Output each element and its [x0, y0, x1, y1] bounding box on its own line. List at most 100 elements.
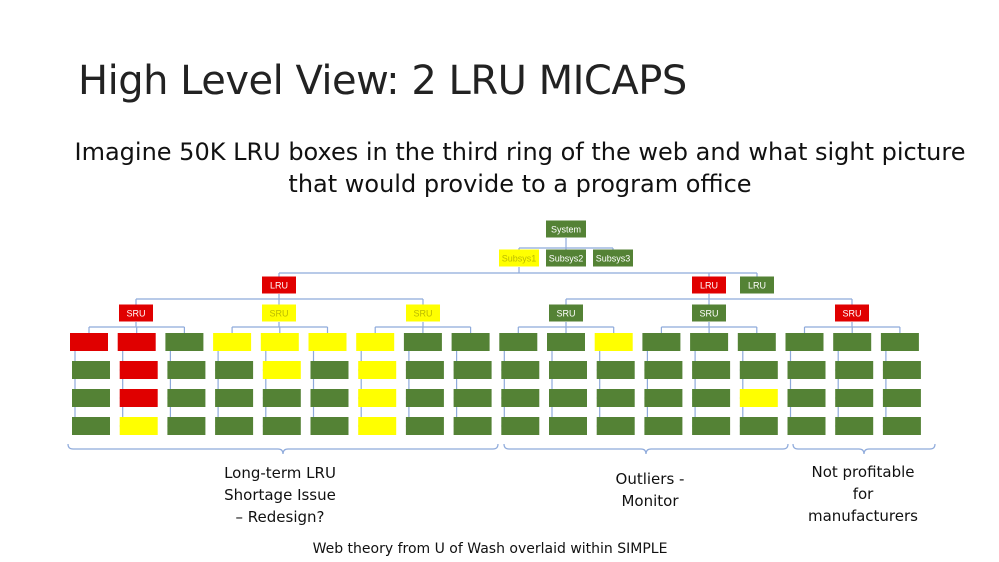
group-bracket — [503, 443, 789, 455]
sru-box-label: SRU — [126, 309, 145, 319]
part-box — [739, 417, 778, 435]
part-box — [739, 361, 778, 379]
component-box — [642, 333, 681, 351]
sru-box-label: SRU — [413, 309, 432, 319]
slide-subtitle: Imagine 50K LRU boxes in the third ring … — [60, 136, 980, 200]
part-box — [644, 389, 683, 407]
subsystem-box — [593, 249, 633, 267]
component-box — [403, 333, 442, 351]
subsystem-box-label: Subsys1 — [502, 254, 537, 264]
part-box — [72, 417, 110, 435]
part-box — [596, 417, 635, 435]
part-box — [310, 361, 349, 379]
part-box — [405, 389, 444, 407]
part-box — [358, 389, 397, 407]
slide-caption: Web theory from U of Wash overlaid withi… — [312, 541, 668, 557]
part-box — [692, 389, 731, 407]
group-label-outliers: Outliers - Monitor — [615, 470, 685, 510]
group-bracket — [67, 443, 499, 455]
part-box — [787, 361, 826, 379]
part-box — [644, 361, 683, 379]
sru-box — [692, 304, 726, 322]
part-box — [167, 417, 206, 435]
component-box — [737, 333, 776, 351]
part-box — [549, 361, 587, 379]
component-box — [165, 333, 204, 351]
part-box — [453, 389, 492, 407]
part-box — [262, 361, 301, 379]
part-box — [692, 361, 731, 379]
lru-box — [262, 276, 296, 294]
part-box — [453, 417, 492, 435]
part-box — [787, 389, 826, 407]
component-box — [594, 333, 633, 351]
component-box — [117, 333, 156, 351]
part-box — [596, 389, 635, 407]
lru-box-label: LRU — [748, 281, 766, 291]
part-box — [501, 417, 540, 435]
component-box — [499, 333, 538, 351]
part-box — [215, 389, 254, 407]
component-box — [547, 333, 585, 351]
subsystem-box-label: Subsys3 — [596, 254, 631, 264]
part-box — [549, 389, 587, 407]
subtitle-line-1: Imagine 50K LRU boxes in the third ring … — [74, 138, 966, 166]
part-box — [119, 389, 158, 407]
subsystem-box-label: Subsys2 — [549, 254, 584, 264]
component-box — [213, 333, 252, 351]
system-box — [546, 220, 586, 238]
sru-box-label: SRU — [556, 309, 575, 319]
part-box — [882, 389, 921, 407]
part-box — [405, 361, 444, 379]
part-box — [644, 417, 683, 435]
part-box — [215, 417, 254, 435]
component-box — [690, 333, 729, 351]
component-box — [833, 333, 872, 351]
slide-title: High Level View: 2 LRU MICAPS — [78, 58, 687, 104]
part-box — [72, 389, 110, 407]
sru-box — [119, 304, 153, 322]
part-box — [692, 417, 731, 435]
component-box — [451, 333, 490, 351]
component-box — [260, 333, 299, 351]
part-box — [310, 417, 349, 435]
part-box — [119, 361, 158, 379]
sru-box-label: SRU — [699, 309, 718, 319]
part-box — [310, 389, 349, 407]
sru-box-label: SRU — [842, 309, 861, 319]
component-box — [70, 333, 108, 351]
lru-box-label: LRU — [700, 281, 718, 291]
sru-box — [835, 304, 869, 322]
subsystem-box — [546, 249, 586, 267]
part-box — [215, 361, 254, 379]
part-box — [596, 361, 635, 379]
part-box — [72, 361, 110, 379]
part-box — [119, 417, 158, 435]
sru-box-label: SRU — [269, 309, 288, 319]
part-box — [501, 389, 540, 407]
subtitle-line-2: that would provide to a program office — [288, 170, 752, 198]
component-box — [785, 333, 824, 351]
component-box — [880, 333, 919, 351]
group-label-shortage: Long-term LRU Shortage Issue – Redesign? — [224, 464, 336, 526]
part-box — [358, 361, 397, 379]
subsystem-box — [499, 249, 539, 267]
part-box — [167, 389, 206, 407]
lru-box — [692, 276, 726, 294]
component-box — [308, 333, 347, 351]
lru-box-label: LRU — [270, 281, 288, 291]
part-box — [453, 361, 492, 379]
sru-box — [549, 304, 583, 322]
system-box-label: System — [551, 225, 581, 235]
part-box — [835, 417, 874, 435]
part-box — [739, 389, 778, 407]
part-box — [882, 361, 921, 379]
part-box — [167, 361, 206, 379]
group-bracket — [792, 443, 936, 455]
lru-box — [740, 276, 774, 294]
part-box — [501, 361, 540, 379]
part-box — [787, 417, 826, 435]
part-box — [882, 417, 921, 435]
part-box — [262, 417, 301, 435]
